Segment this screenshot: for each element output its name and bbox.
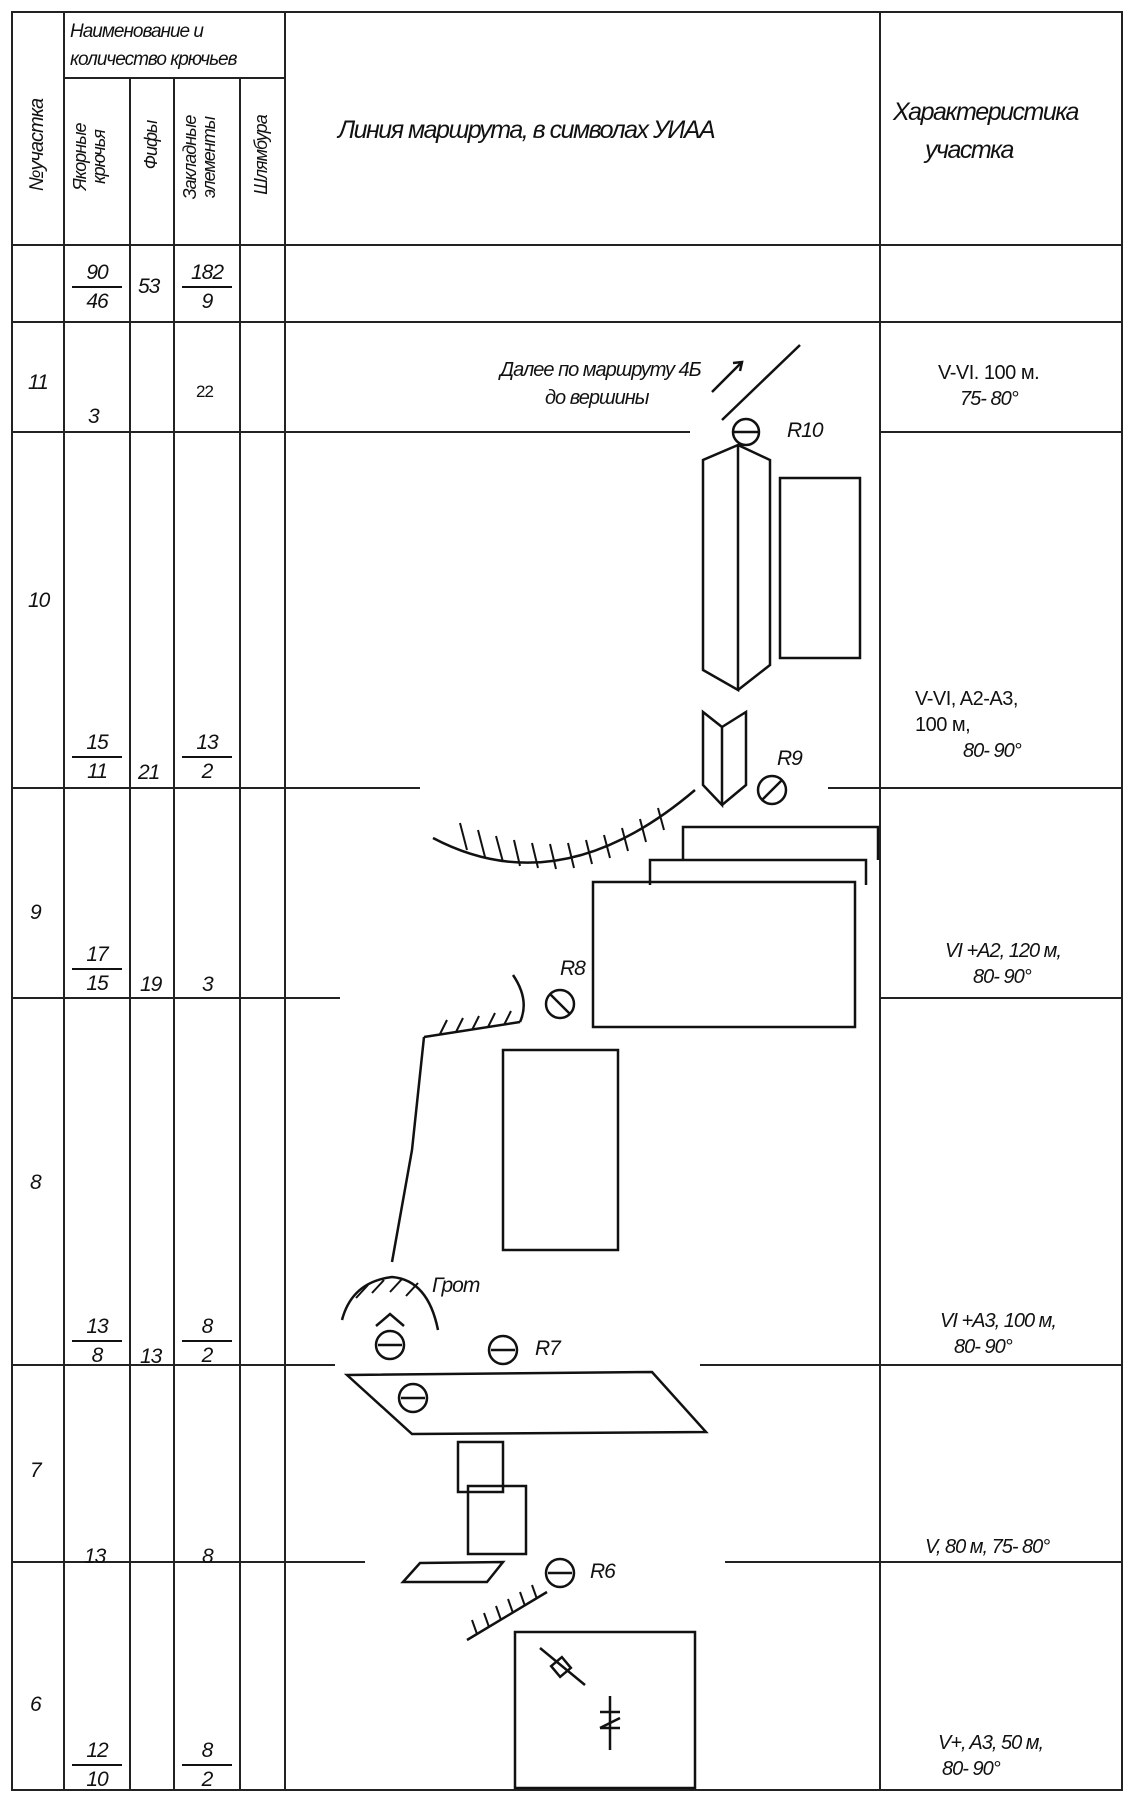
header-group-title-line2: количество крючьев (70, 49, 238, 70)
section-8-bookmarks-den: 2 (201, 1344, 214, 1367)
section-6-bookmarks: 8 2 (182, 1740, 232, 1790)
grotto-label: Грот (432, 1274, 480, 1297)
section-6-bookmarks-den: 2 (201, 1768, 214, 1791)
totals-bookmarks-num: 182 (182, 262, 232, 288)
section-10-bookmarks: 13 2 (182, 732, 232, 782)
section-9-anchor-num: 17 (72, 944, 122, 970)
section-10-bookmarks-num: 13 (182, 732, 232, 758)
section-6-bookmarks-num: 8 (182, 1740, 232, 1766)
section-11-characteristic: V-VI. 100 м. 75- 80° (938, 360, 1040, 412)
section-9-bookmarks: 3 (202, 973, 214, 996)
header-bookmark-elements: Закладные элементы (180, 100, 219, 215)
header-section-number: №участка (26, 98, 48, 192)
section-8-bookmarks: 8 2 (182, 1316, 232, 1366)
station-label-r8: R8 (560, 957, 586, 980)
section-11-bookmarks: 22 (196, 382, 214, 401)
section-11-number: 11 (28, 371, 49, 394)
section-6-char-line2: 80- 90° (942, 1758, 1001, 1780)
section-7-anchor: 13 (84, 1545, 106, 1568)
section-9-char-line2: 80- 90° (973, 966, 1032, 988)
section-10-anchor-num: 15 (72, 732, 122, 758)
section-10-anchor: 15 11 (72, 732, 122, 782)
header-anchor-hooks: Якорные крючья (70, 102, 109, 212)
totals-bookmarks-den: 9 (201, 290, 214, 313)
header-bookmarks-line2: элементы (198, 117, 219, 198)
section-8-fifi: 13 (140, 1345, 162, 1368)
section-8-characteristic: VI +A3, 100 м, 80- 90° (940, 1308, 1057, 1360)
totals-anchor: 90 46 (72, 262, 122, 312)
section-10-char-line3: 80- 90° (963, 740, 1022, 762)
section-11-anchor: 3 (88, 405, 100, 428)
section-9-characteristic: VI +A2, 120 м, 80- 90° (945, 938, 1062, 990)
section-8-char-line1: VI +A3, 100 м, (940, 1310, 1057, 1332)
section-10-char-line1: V-VI, A2-A3, (915, 688, 1018, 710)
totals-fifi: 53 (138, 275, 160, 298)
section-7-char-line1: V, 80 м, 75- 80° (925, 1536, 1050, 1558)
section-8-number: 8 (30, 1171, 42, 1194)
section-10-fifi: 21 (138, 761, 160, 784)
section-7-characteristic: V, 80 м, 75- 80° (925, 1534, 1050, 1560)
section-9-fifi: 19 (140, 973, 162, 996)
section-10-char-line2: 100 м, (915, 714, 971, 736)
section-8-char-line2: 80- 90° (954, 1336, 1013, 1358)
section-9-char-line1: VI +A2, 120 м, (945, 940, 1062, 962)
section-10-anchor-den: 11 (87, 760, 108, 783)
section-6-number: 6 (30, 1693, 42, 1716)
route-continue-note-line2: до вершины (545, 387, 649, 409)
header-anchor-line1: Якорные (70, 123, 90, 191)
section-6-char-line1: V+, A3, 50 м, (938, 1732, 1044, 1754)
section-10-bookmarks-den: 2 (201, 760, 214, 783)
totals-bookmarks: 182 9 (182, 262, 232, 312)
header-route-line: Линия маршрута, в символах УИАА (338, 116, 716, 144)
totals-anchor-num: 90 (72, 262, 122, 288)
section-7-number: 7 (30, 1459, 42, 1482)
section-9-number: 9 (30, 901, 42, 924)
station-label-r10: R10 (787, 419, 824, 442)
header-shlambur: Шлямбура (251, 115, 271, 195)
header-group-title-line1: Наименование и (70, 21, 204, 42)
section-6-anchor-num: 12 (72, 1740, 122, 1766)
section-9-anchor-den: 15 (86, 972, 108, 995)
station-label-r7: R7 (535, 1337, 561, 1360)
header-characteristic-line2: участка (925, 136, 1014, 164)
header-anchor-line2: крючья (88, 130, 109, 184)
section-6-anchor-den: 10 (86, 1768, 108, 1791)
section-7-bookmarks: 8 (202, 1545, 214, 1568)
section-10-characteristic: V-VI, A2-A3, 100 м, 80- 90° (915, 686, 1022, 764)
header-fifi: Фифы (141, 120, 161, 170)
section-9-anchor: 17 15 (72, 944, 122, 994)
totals-anchor-den: 46 (86, 290, 108, 313)
section-11-char-line2: 75- 80° (960, 388, 1019, 410)
section-11-char-line1: V-VI. 100 м. (938, 362, 1040, 384)
header-bookmarks-line1: Закладные (180, 115, 200, 200)
route-continue-note-line1: Далее по маршруту 4Б (500, 359, 702, 381)
section-8-anchor-den: 8 (91, 1344, 104, 1367)
station-label-r9: R9 (777, 747, 803, 770)
section-8-anchor: 13 8 (72, 1316, 122, 1366)
section-6-characteristic: V+, A3, 50 м, 80- 90° (938, 1730, 1044, 1782)
section-10-number: 10 (28, 589, 50, 612)
section-8-bookmarks-num: 8 (182, 1316, 232, 1342)
section-8-anchor-num: 13 (72, 1316, 122, 1342)
header-characteristic-line1: Характеристика (893, 98, 1079, 126)
station-label-r6: R6 (590, 1560, 616, 1583)
section-6-anchor: 12 10 (72, 1740, 122, 1790)
route-diagram (340, 344, 880, 1790)
